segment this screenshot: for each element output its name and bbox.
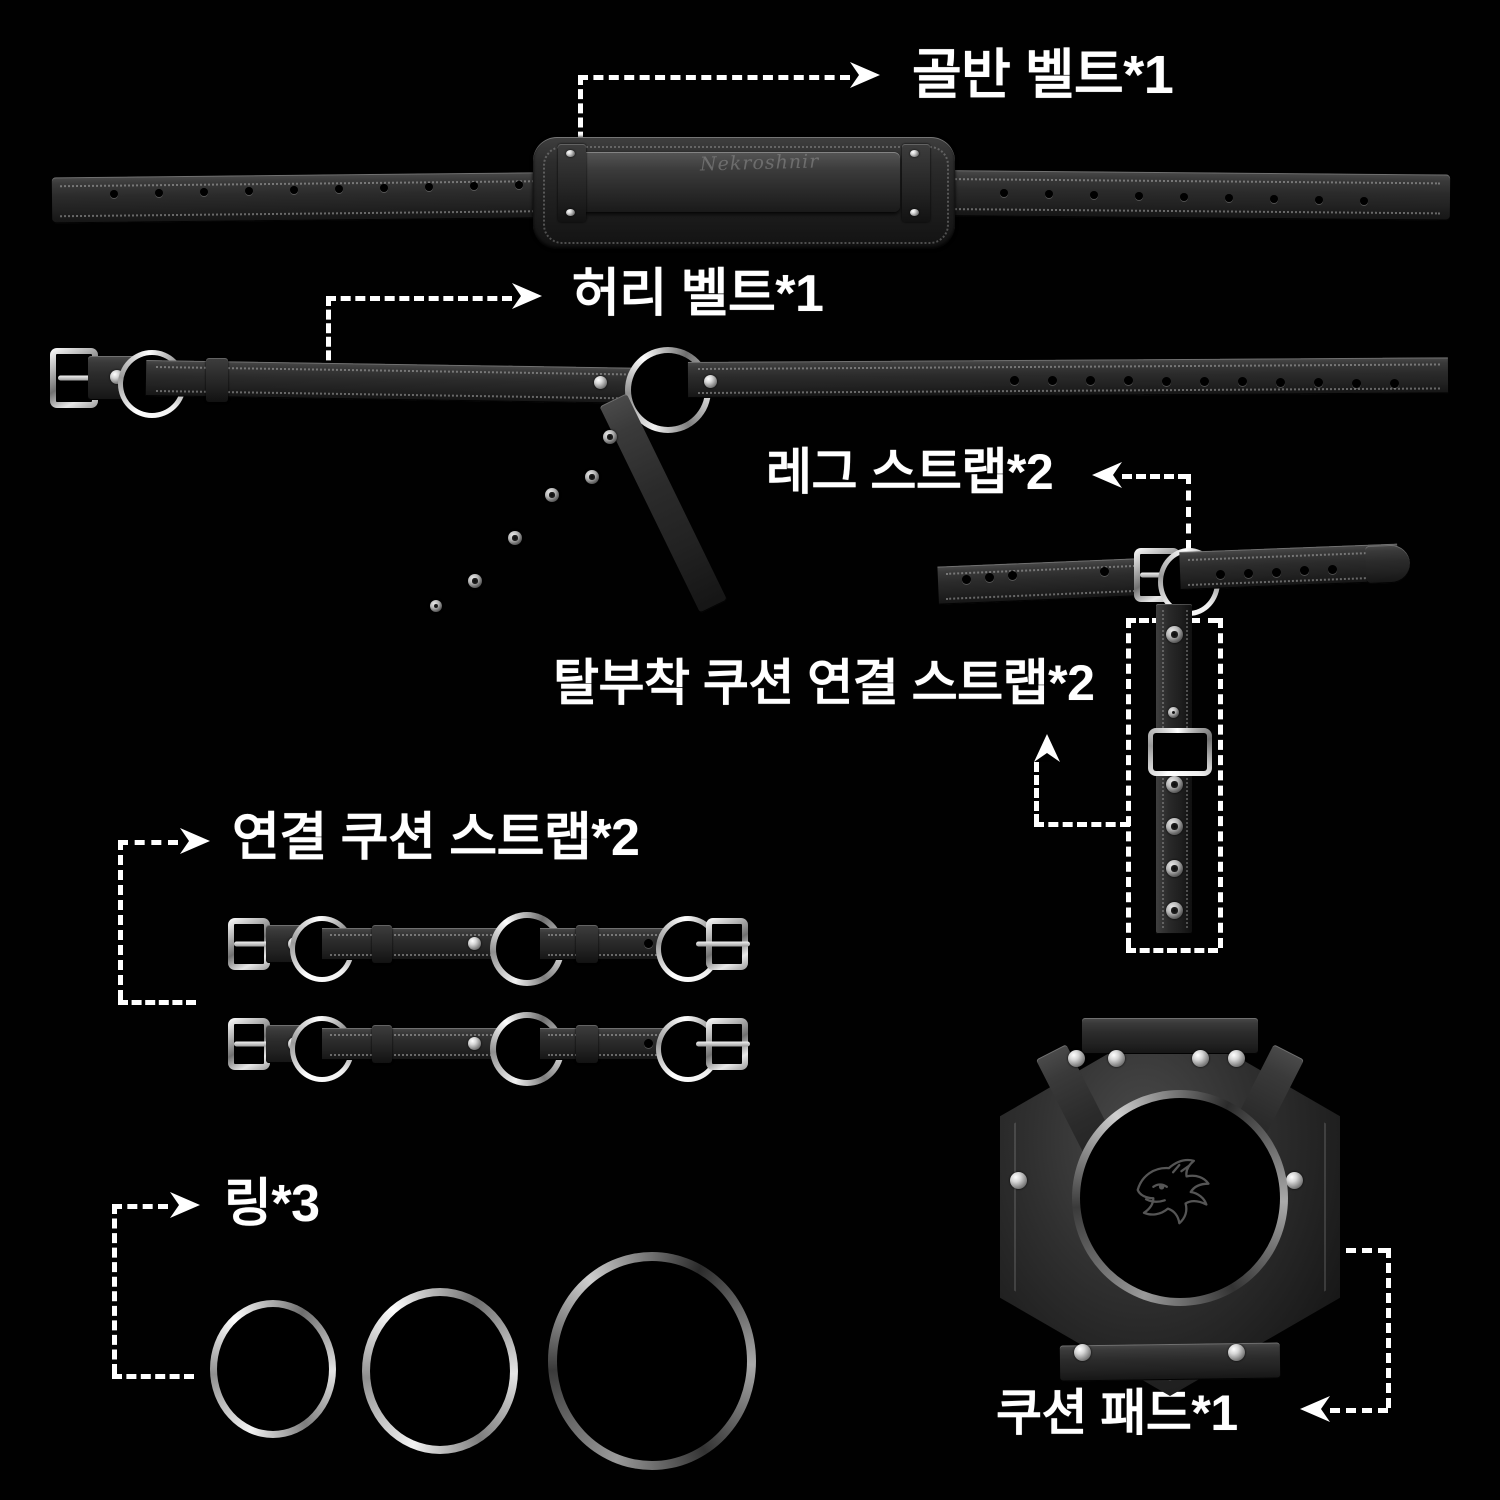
label-leg-strap: 레그 스트랩*2: [766, 444, 1054, 500]
pelvis-belt-connector-vertical: [578, 75, 583, 170]
waist-belt-keeper: [206, 358, 228, 402]
leg-strap-connector-horizontal: [1122, 474, 1188, 479]
pelvis-belt-connector-horizontal: [578, 75, 850, 80]
conn-strap-connector-top: [118, 840, 178, 845]
waist-belt-right-rivet: [704, 375, 717, 388]
conn-strap-connector-bottom: [118, 1000, 196, 1005]
waist-belt-connector-horizontal: [326, 296, 512, 301]
conn-strap-1-buckle-right: [696, 918, 750, 970]
cushion-pad-connector-vertical: [1386, 1248, 1391, 1408]
cushion-pad-arrow-icon: [1300, 1396, 1330, 1422]
cushion-pad-tab-bottom: [1059, 1342, 1281, 1382]
detach-strap-slider-ring: [1148, 728, 1212, 776]
rings-arrow-icon: [170, 1192, 200, 1218]
detach-strap-arrow-icon: [1034, 734, 1060, 762]
pelvis-belt-pad-inner-panel: [580, 152, 900, 212]
ring-large: [548, 1252, 756, 1470]
ring-medium: [362, 1288, 518, 1454]
detach-strap-connector-horizontal: [1034, 822, 1130, 827]
detach-strap-connector-vertical: [1034, 762, 1039, 824]
conn-strap-2-buckle-left: [228, 1018, 288, 1070]
label-cushion-pad: 쿠션 패드*1: [996, 1385, 1238, 1441]
rings-connector-bottom: [112, 1374, 194, 1379]
detach-strap-box-top-right: [1190, 618, 1218, 623]
label-conn-strap: 연결 쿠션 스트랩*2: [232, 809, 640, 867]
ring-small: [210, 1300, 336, 1438]
detach-strap-box-left: [1126, 618, 1131, 948]
leg-strap-arrow-icon: [1092, 462, 1122, 488]
rings-connector-vertical: [112, 1204, 117, 1374]
detach-strap-box-top-left: [1126, 618, 1162, 623]
leg-strap-connector-vertical: [1186, 474, 1191, 550]
cushion-pad-center-ring: [1072, 1090, 1288, 1306]
pelvis-belt-arrow-icon: [850, 62, 880, 88]
detach-strap-box-bottom: [1126, 948, 1218, 953]
cushion-pad-tab-top: [1082, 1018, 1258, 1054]
conn-strap-1-buckle-left: [228, 918, 288, 970]
waist-belt-arrow-icon: [512, 283, 542, 309]
label-detach-strap: 탈부착 쿠션 연결 스트랩*2: [553, 655, 1095, 711]
conn-strap-2-buckle-right: [696, 1018, 750, 1070]
conn-strap-2-dring-right: [656, 1016, 720, 1082]
cushion-pad-connector-top: [1330, 1248, 1388, 1253]
label-rings: 링*3: [224, 1175, 320, 1233]
conn-strap-arrow-icon: [180, 828, 210, 854]
leg-strap-tip: [1365, 544, 1411, 584]
label-pelvis-belt: 골반 벨트*1: [912, 45, 1174, 105]
cushion-pad-dragon-emblem-icon: [1136, 1158, 1210, 1225]
cushion-pad-connector-bottom: [1330, 1408, 1388, 1413]
waist-belt-buckle-rivet: [110, 370, 124, 384]
label-waist-belt: 허리 벨트*1: [572, 265, 824, 323]
pelvis-belt-pad-stitch-outline: [543, 146, 949, 244]
detach-strap-box-right: [1218, 618, 1223, 948]
rings-connector-top: [112, 1204, 168, 1209]
conn-strap-1-dring-right: [656, 916, 720, 982]
conn-strap-connector-vertical: [118, 840, 123, 1000]
waist-belt-left-rivet: [594, 376, 607, 389]
pelvis-belt-brand-mark: Nekroshnir: [699, 150, 820, 176]
waist-belt-connector-vertical: [326, 296, 331, 374]
